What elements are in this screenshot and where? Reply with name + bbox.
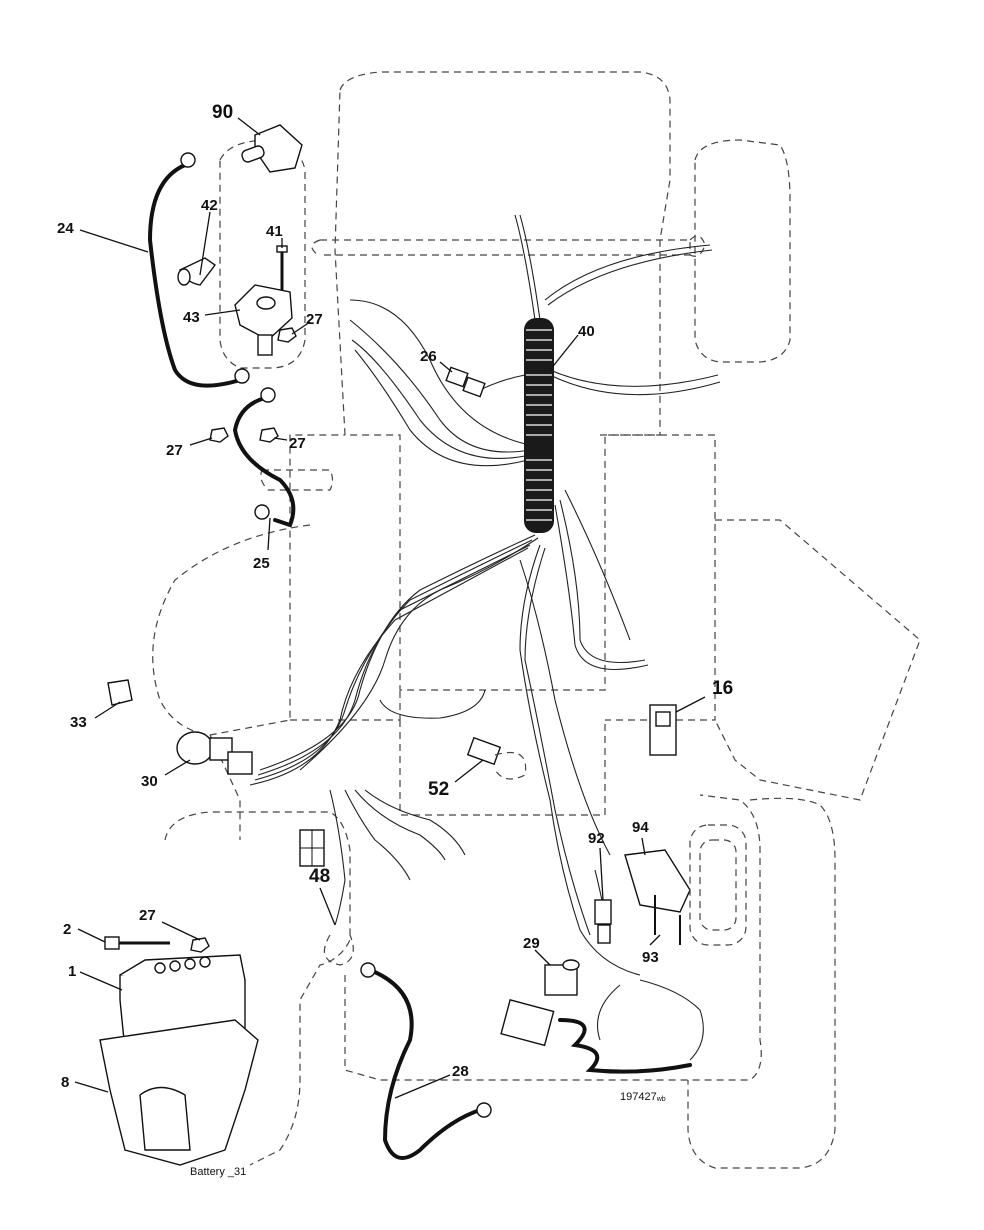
callout-27-right: 27 [289,435,306,452]
boot-42 [177,257,216,286]
callout-40: 40 [578,323,595,340]
battery-label: Battery _31 [190,1166,246,1178]
callout-33: 33 [70,714,87,731]
callout-2: 2 [63,921,71,938]
drawing-number: 197427wb [620,1091,666,1103]
callout-8: 8 [61,1074,69,1091]
switch-92 [594,899,612,944]
key-33 [107,679,133,706]
cable-28 [360,962,492,1160]
callout-24: 24 [57,220,74,237]
relay-29 [544,959,580,996]
coil-harness [500,999,692,1074]
callout-labels: 90 24 42 41 43 27 27 27 25 40 26 33 30 1… [57,102,733,1091]
connector-48 [299,829,354,966]
cap-90 [241,124,303,173]
callout-90: 90 [212,102,233,123]
callout-42: 42 [201,197,218,214]
bolt-2 [104,936,170,950]
ignition-switch-30 [176,731,253,775]
harness-wires [249,214,721,1061]
callout-1: 1 [68,963,76,980]
callout-92: 92 [588,830,605,847]
solenoid-43 [234,284,293,356]
fuse-52 [466,736,527,780]
callout-48: 48 [309,866,330,887]
callout-52: 52 [428,779,449,800]
callout-41: 41 [266,223,283,240]
callout-27-battery: 27 [139,907,156,924]
pedal-outline [689,824,747,946]
cable-25 [232,387,296,528]
callout-16: 16 [712,678,733,699]
callout-29: 29 [523,935,540,952]
cable-24 [147,152,250,388]
switch-16 [649,704,677,756]
callout-26: 26 [420,348,437,365]
callout-28: 28 [452,1063,469,1080]
callout-25: 25 [253,555,270,572]
battery-tray-8 [99,1019,259,1166]
callout-94: 94 [632,819,649,836]
tractor-outline [152,71,921,1169]
nuts-27 [190,327,297,953]
switch-bracket-94 [624,849,691,945]
leader-lines [74,117,706,1099]
callout-43: 43 [183,309,200,326]
callout-27-top: 27 [306,311,323,328]
callout-30: 30 [141,773,158,790]
conduit-40 [524,318,554,533]
callout-27-left: 27 [166,442,183,459]
callout-93: 93 [642,949,659,966]
